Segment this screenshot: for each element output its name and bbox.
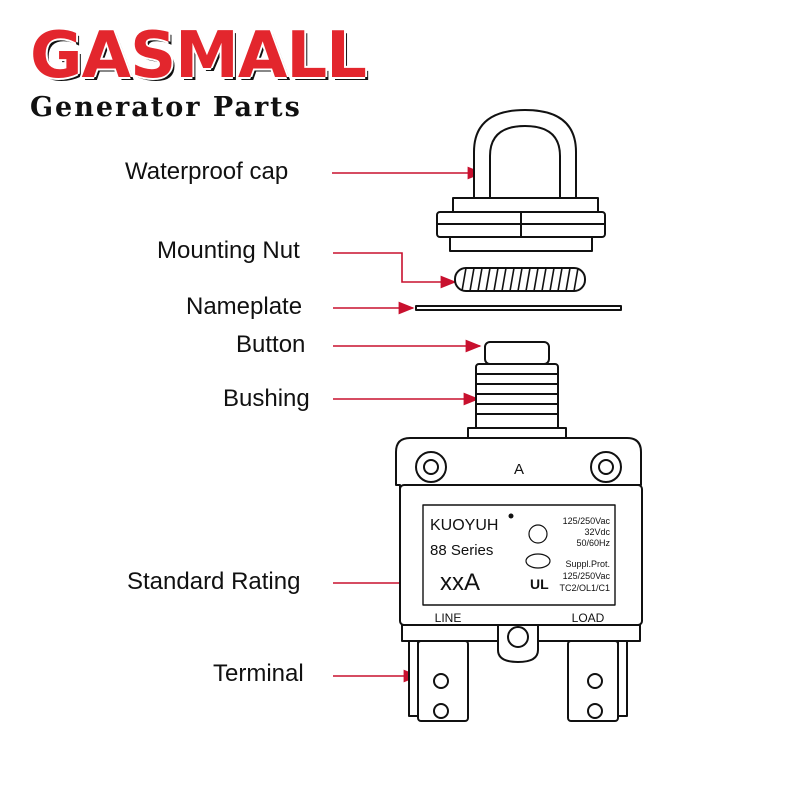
leader-mounting-nut <box>333 252 457 289</box>
ratings-line-1: 125/250Vac <box>563 516 611 526</box>
nameplate <box>415 305 622 311</box>
center-boss <box>497 624 539 663</box>
breaker-body <box>395 437 643 663</box>
brand-tagline: Generator Parts <box>30 92 302 123</box>
waterproof-cap <box>436 109 606 252</box>
leader-lines <box>332 166 484 683</box>
brand-logo: GASMALL Generator Parts <box>30 19 367 123</box>
mounting-nut <box>454 267 586 292</box>
label-bushing: Bushing <box>223 385 310 412</box>
supp-line-3: TC2/OL1/C1 <box>559 583 610 593</box>
breaker-maker: KUOYUH <box>430 517 498 534</box>
label-waterproof-cap: Waterproof cap <box>125 158 289 185</box>
brand-name: GASMALL <box>30 19 367 93</box>
cert-marks: UL <box>525 524 551 592</box>
breaker-rating: xxA <box>440 569 480 596</box>
cap-collar <box>452 197 599 213</box>
terminal-load <box>567 640 628 722</box>
label-standard-rating: Standard Rating <box>127 568 301 595</box>
ratings-line-2: 32Vdc <box>584 527 610 537</box>
button <box>484 341 550 365</box>
label-terminal: Terminal <box>213 660 304 687</box>
label-nameplate: Nameplate <box>186 293 303 320</box>
breaker-top-label: A <box>514 461 524 478</box>
screw-hole-left <box>415 451 447 483</box>
cert-mark-3-icon: UL <box>530 576 549 592</box>
label-button: Button <box>236 331 306 358</box>
cap-loop <box>473 109 577 199</box>
cert-mark-1-icon <box>528 524 548 544</box>
ratings-line-3: 50/60Hz <box>576 538 610 548</box>
line-label: LINE <box>435 611 462 625</box>
terminal-line <box>408 640 469 722</box>
cap-seal <box>449 236 593 252</box>
bushing <box>467 363 567 439</box>
supp-line-1: Suppl.Prot. <box>565 559 610 569</box>
screw-hole-right <box>590 451 622 483</box>
breaker-series: 88 Series <box>430 542 493 559</box>
cert-mark-2-icon <box>525 553 551 569</box>
supp-line-2: 125/250Vac <box>563 571 611 581</box>
label-mounting-nut: Mounting Nut <box>157 237 300 264</box>
label-panel <box>422 504 616 606</box>
load-label: LOAD <box>572 611 605 625</box>
